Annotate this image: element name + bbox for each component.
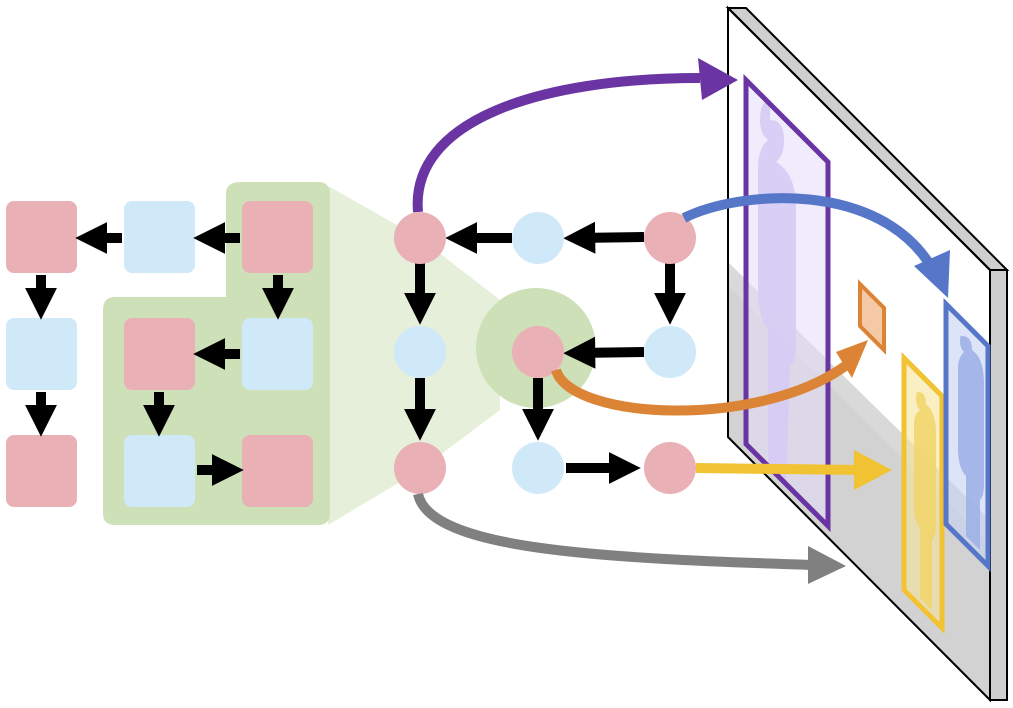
box-purple: [743, 73, 831, 533]
graph-node-blue: [394, 326, 446, 378]
graph-node-red: [512, 326, 564, 378]
arrow-blue: [681, 193, 937, 271]
zoom-projection: [328, 186, 420, 525]
grid-node-red: [124, 318, 195, 390]
person-silhouette-yellow: [914, 392, 936, 610]
zoom-projection-inner: [420, 238, 500, 470]
panel-outline: [727, 5, 991, 703]
left-grid: [6, 201, 313, 507]
middle-graph-arrows: [403, 221, 687, 485]
grid-node-blue: [242, 318, 313, 390]
grid-node-blue: [6, 318, 77, 390]
arrow-gray-head: [808, 546, 846, 584]
person-silhouette-blue: [958, 335, 984, 550]
box-orange: [858, 279, 886, 355]
graph-node-blue: [644, 326, 696, 378]
arrow-blue-head: [914, 250, 950, 298]
box-yellow: [901, 351, 945, 635]
panel-edge-right: [989, 269, 1008, 701]
grid-node-red: [6, 435, 77, 507]
box-blue: [943, 297, 991, 573]
left-grid-arrows: [24, 221, 295, 487]
graph-node-red: [394, 212, 446, 264]
arrow-yellow: [695, 463, 861, 475]
arrow-yellow-head: [854, 450, 892, 490]
arrow-gray: [413, 492, 813, 570]
graph-node-red: [644, 442, 696, 494]
graph-node-blue: [512, 442, 564, 494]
arrow-orange-head: [836, 340, 868, 378]
grid-node-blue: [124, 435, 195, 507]
grid-node-red: [6, 201, 77, 273]
output-arrows: [412, 58, 950, 584]
grid-node-red: [242, 435, 313, 507]
arrow-purple: [412, 73, 701, 213]
grid-node-red: [242, 201, 313, 273]
image-panel: [725, 5, 1010, 703]
graph-node-blue: [512, 212, 564, 264]
middle-graph: [394, 212, 696, 494]
graph-arrow: [563, 336, 645, 369]
grid-node-blue: [124, 201, 195, 273]
arrow-purple-head: [698, 58, 738, 100]
arrow-orange: [551, 359, 851, 416]
graph-node-red: [394, 442, 446, 494]
box-orange-fill: [860, 284, 884, 350]
graph-node-red: [644, 212, 696, 264]
graph-arrow: [563, 221, 645, 254]
